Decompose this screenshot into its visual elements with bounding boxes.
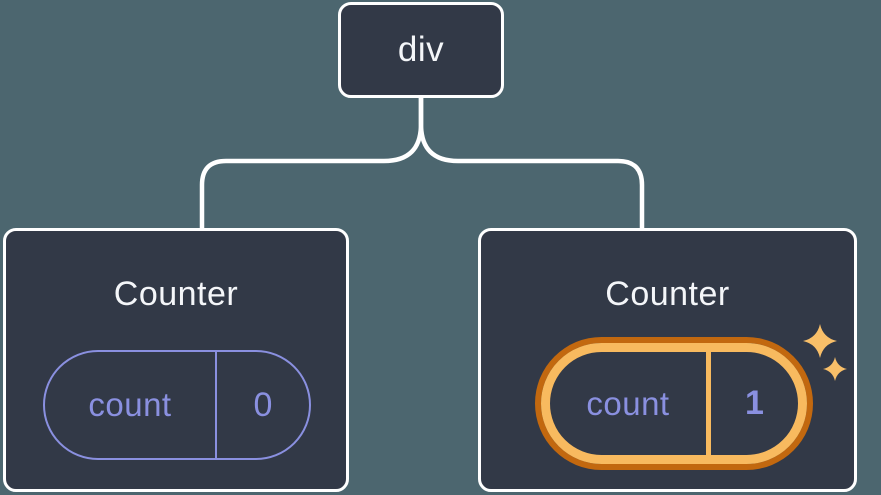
connector-right-branch: [418, 98, 645, 229]
root-node-div: div: [338, 2, 504, 98]
component-title: Counter: [113, 275, 239, 313]
state-value: 0: [215, 352, 309, 458]
state-pill-highlighted: count 1: [541, 343, 807, 464]
state-key-label: count: [88, 386, 172, 423]
sparkles-icon: [803, 324, 847, 381]
component-title: Counter: [605, 275, 730, 313]
counter-card-left: Counter count 0: [3, 228, 349, 492]
state-value: 1: [706, 352, 798, 455]
counter-card-right: Counter count 1: [478, 228, 857, 492]
root-node-label: div: [397, 30, 445, 69]
state-pill: count 0: [43, 350, 311, 460]
state-key-label: count: [586, 384, 670, 422]
connector-left-branch: [199, 98, 424, 229]
